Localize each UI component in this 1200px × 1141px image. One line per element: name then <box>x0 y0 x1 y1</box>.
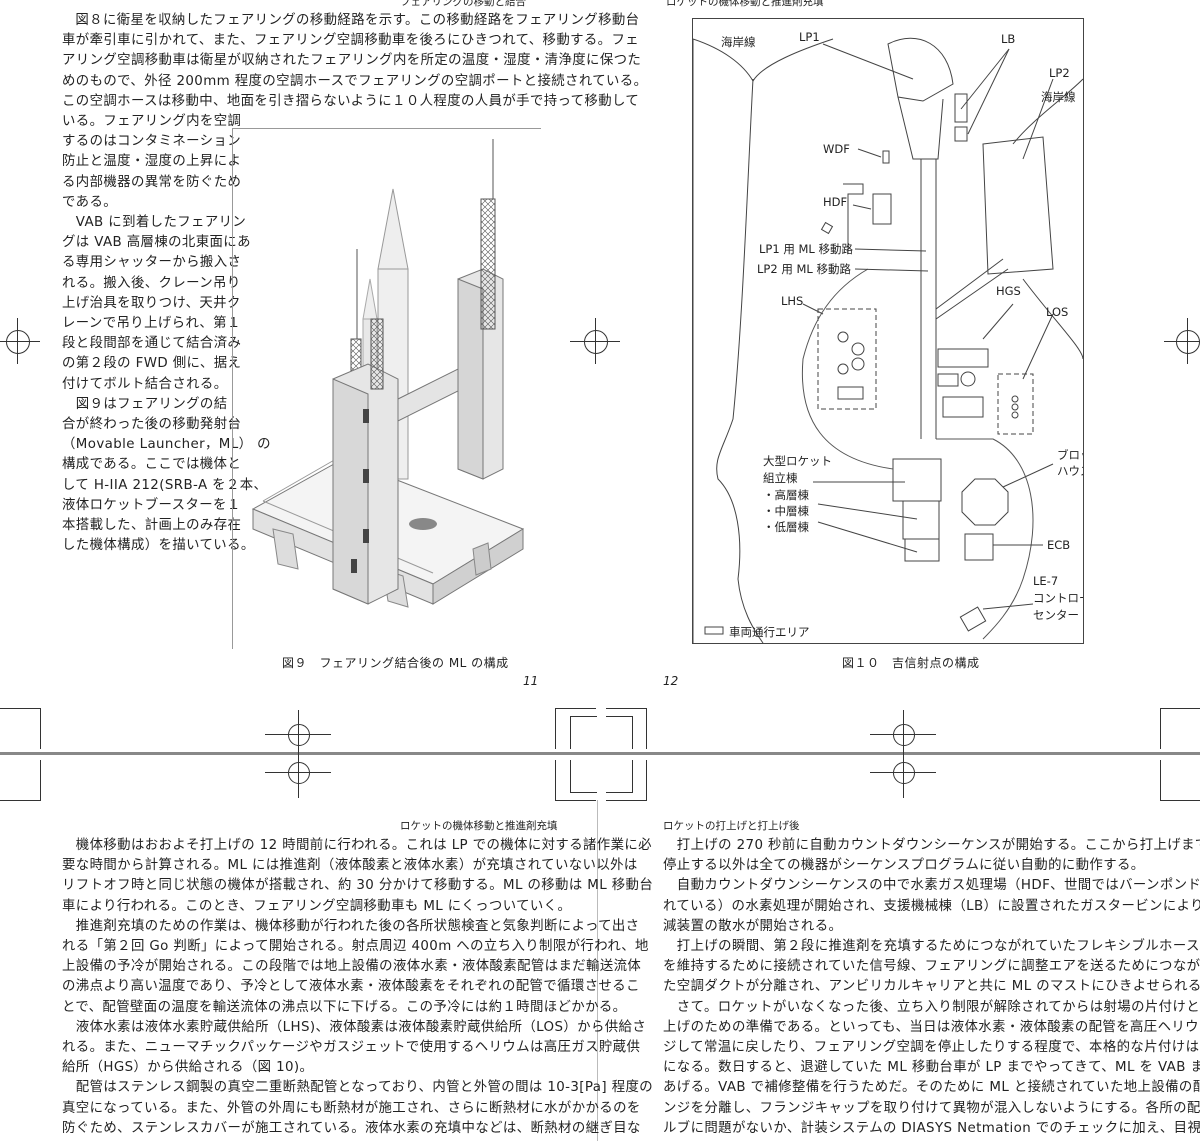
text-line: あげる。VAB で補修整備を行うためだ。そのために ML と接続されていた地上設… <box>663 1080 1200 1096</box>
text-line: （Movable Launcher，ML） の <box>62 437 271 453</box>
text-line: 車が牽引車に引かれて、また、フェアリング空調移動車を後ろにひきつれて、移動する。… <box>62 33 640 49</box>
map-legend-label: 車両通行エリア <box>729 625 810 639</box>
map-label-le7-1: LE-7 <box>1033 574 1058 588</box>
running-header-left: フェアリングの移動と結合 <box>400 0 526 8</box>
text-line: 配管はステンレス鋼製の真空二重断熱配管となっており、内管と外管の間は 10-3[… <box>62 1080 654 1096</box>
running-header-bottom-right: ロケットの打上げと打上げ後 <box>663 820 800 832</box>
text-line: リフトオフ時と同じ状態の機体が搭載され、約 30 分かけて移動する。ML の移動… <box>62 878 654 894</box>
text-line: れている）の水素処理が開始され、支援機械棟（LB）に設置されたガスタービンにより… <box>663 898 1200 914</box>
map-label-lp2-route: LP2 用 ML 移動路 <box>757 262 851 276</box>
figure-10-frame: 海岸線 LP1 LB LP2 海岸線 WDF HDF LP1 用 ML 移動路 … <box>692 18 1103 644</box>
text-line: VAB に到着したフェアリン <box>62 215 247 231</box>
text-line: の沸点より高い温度であり、予冷として液体水素・液体酸素をそれぞれの配管で循環させ… <box>62 979 640 995</box>
text-line: 機体移動はおおよそ打上げの 12 時間前に行われる。これは LP での機体に対す… <box>62 838 652 853</box>
map-label-vab-3: ・高層棟 <box>763 488 809 502</box>
map-label-lhs: LHS <box>781 294 803 308</box>
body-text-full-width: 図８に衛星を収納したフェアリングの移動経路を示す。この移動経路をフェアリング移動… <box>62 11 648 112</box>
ml-launcher-illustration <box>251 139 525 608</box>
body-text-bottom-right: 打上げの 270 秒前に自動カウントダウンシーケンスが開始する。ここから打上げま… <box>663 836 1200 1139</box>
text-line: 液体水素は液体水素貯蔵供給所（LHS)、液体酸素は液体酸素貯蔵供給所（LOS）か… <box>62 1019 647 1035</box>
text-line: た空調ダクトが分離され、アンビリカルキャリアと共に ML のマストにひきよせられ… <box>663 979 1200 995</box>
page-number-left: 11 <box>523 674 539 688</box>
running-header-right: ロケットの機体移動と推進剤充填 <box>666 0 824 8</box>
text-line: れる。また、ニューマチックパッケージやガスジェットで使用するヘリウムは高圧ガス貯… <box>62 1040 641 1056</box>
map-label-lb: LB <box>1001 32 1015 46</box>
map-label-hgs: HGS <box>996 284 1021 298</box>
text-line: 上設備の予冷が開始される。この段階では地上設備の液体水素・液体酸素配管はまだ輸送… <box>62 959 642 975</box>
text-line: 図８に衛星を収納したフェアリングの移動経路を示す。この移動経路をフェアリング移動… <box>75 13 640 28</box>
text-line: 付けてボルト結合される。 <box>62 376 228 392</box>
text-line: この空調ホースは移動中、地面を引き摺らないように１０人程度の人員が手で持って移動… <box>62 93 640 109</box>
text-line: 合が終わった後の移動発射台 <box>62 417 242 433</box>
map-label-coast-2: 海岸線 <box>1041 90 1076 104</box>
text-line: である。 <box>62 194 118 210</box>
text-line: するのはコンタミネーション <box>62 134 242 150</box>
text-line: 推進剤充填のための作業は、機体移動が行われた後の各所状態検査と気象判断によって出… <box>62 918 640 934</box>
text-line: 打上げの瞬間、第２段に推進剤を充填するためにつながれていたフレキシブルホースと通… <box>663 939 1200 955</box>
map-label-vab-4: ・中層棟 <box>763 504 809 518</box>
text-line: れる「第２回 Go 判断」によって開始される。射点周辺 400m への立ち入り制… <box>62 939 649 955</box>
map-label-coast: 海岸線 <box>721 35 756 49</box>
text-line: した機体構成）を描いている。 <box>62 538 255 554</box>
text-line: 要な時間から計算される。ML には推進剤（液体酸素と液体水素）が充填されていない… <box>62 858 638 874</box>
text-line: ンジを分離し、フランジキャップを取り付けて異物が混入しないようにする。各所の配管… <box>663 1100 1200 1116</box>
yoshinobu-launch-site-map: 海岸線 LP1 LB LP2 海岸線 WDF HDF LP1 用 ML 移動路 … <box>692 30 1103 644</box>
map-label-vab-2: 組立棟 <box>763 471 798 485</box>
body-text-narrow-column: いる。フェアリング内を空調 するのはコンタミネーション 防止と温度・湿度の上昇に… <box>62 112 271 556</box>
text-line: さて。ロケットがいなくなった後、立ち入り制限が解除されてからは射場の片付けと次の… <box>663 999 1200 1015</box>
running-header-bottom-left: ロケットの機体移動と推進剤充填 <box>400 820 558 832</box>
text-line: 液体ロケットブースターを１ <box>62 497 241 513</box>
text-line: 上げのための準備である。といっても、当日は液体水素・液体酸素の配管を高圧ヘリウム… <box>663 1019 1200 1035</box>
text-line: ジして常温に戻したり、フェアリング空調を停止したりする程度で、本格的な片付けは数… <box>663 1040 1200 1056</box>
text-line: 構成である。ここでは機体と <box>62 457 242 473</box>
text-line: めのもので、外径 200mm 程度の空調ホースでフェアリングの空調ポートと接続さ… <box>62 73 648 89</box>
text-line: れる。搬入後、クレーン吊り <box>62 275 241 291</box>
map-label-vab-1: 大型ロケット <box>763 454 832 468</box>
map-label-blockhouse-2: ハウス <box>1057 464 1083 478</box>
map-label-los: LOS <box>1046 305 1068 319</box>
text-line: 打上げの 270 秒前に自動カウントダウンシーケンスが開始する。ここから打上げま… <box>663 838 1200 853</box>
text-line: して H-IIA 212(SRB-A を２本、 <box>62 477 268 493</box>
text-line: 真空になっている。また、外管の外周にも断熱材が施工され、さらに断熱材に水がかかる… <box>62 1100 641 1116</box>
map-label-lp1-route: LP1 用 ML 移動路 <box>759 242 853 256</box>
figure-9-frame <box>232 128 541 649</box>
text-line: 段と段間部を通じて結合済み <box>62 336 242 352</box>
text-line: 自動カウントダウンシーケンスの中で水素ガス処理場（HDF、世間ではバーンポンドと… <box>663 878 1200 894</box>
map-label-vab-5: ・低層棟 <box>763 520 809 534</box>
text-line: とで、配管壁面の温度を輸送流体の沸点以下に下げる。この予冷には約１時間ほどかかる… <box>62 999 627 1015</box>
map-label-lp2: LP2 <box>1049 66 1070 80</box>
text-line: 図９はフェアリングの結 <box>62 396 228 412</box>
text-line: グは VAB 高層棟の北東面にあ <box>62 235 251 251</box>
text-line: を維持するために接続されていた信号線、フェアリングに調整エアを送るためにつながれ… <box>663 959 1200 975</box>
map-label-wdf: WDF <box>823 142 850 156</box>
map-label-le7-2: コントロール <box>1033 591 1083 605</box>
map-label-hdf: HDF <box>823 195 847 209</box>
map-label-le7-3: センター <box>1033 608 1079 622</box>
text-line: レーンで吊り上げられ、第１ <box>62 316 241 332</box>
figure-10-caption: 図１０ 吉信射点の構成 <box>842 656 980 670</box>
map-label-ecb: ECB <box>1047 538 1070 552</box>
text-line: の第２段の FWD 側に、据え <box>62 356 242 372</box>
text-line: 防ぐため、ステンレスカバーが施工されている。液体水素の充填中などは、断熱材の継ぎ… <box>62 1120 641 1136</box>
text-line: アリング空調移動車は衛星が収納されたフェアリング内を所定の温度・湿度・清浄度に保… <box>62 53 642 69</box>
map-label-lp1: LP1 <box>799 30 820 44</box>
page-number-right: 12 <box>663 674 679 688</box>
text-line: 給所（HGS）から供給される（図 10)。 <box>62 1060 314 1076</box>
text-line: いる。フェアリング内を空調 <box>62 114 242 129</box>
text-line: ルブに問題がないか、計装システムの DIASYS Netmation でのチェッ… <box>663 1120 1200 1136</box>
text-line: 車により行われる。このとき、フェアリング空調移動車も ML にくっついていく。 <box>62 898 572 914</box>
text-line: 防止と温度・湿度の上昇によ <box>62 154 242 170</box>
text-line: る専用シャッターから搬入さ <box>62 255 242 271</box>
body-text-bottom-left: 機体移動はおおよそ打上げの 12 時間前に行われる。これは LP での機体に対す… <box>62 836 654 1139</box>
map-label-blockhouse-1: ブロック <box>1057 448 1083 462</box>
figure-9-caption: 図９ フェアリング結合後の ML の構成 <box>282 656 509 670</box>
text-line: 減装置の散水が開始される。 <box>663 918 843 934</box>
text-line: る内部機器の異常を防ぐため <box>62 174 242 190</box>
text-line: 本搭載した、計画上のみ存在 <box>62 518 242 534</box>
text-line: 上げ治具を取りつけ、天井ク <box>62 295 241 311</box>
text-line: になる。数日すると、退避していた ML 移動台車が LP までやってきて、ML … <box>663 1060 1200 1076</box>
text-line: 停止する以外は全ての機器がシーケンスプログラムに従い自動的に動作する。 <box>663 858 1145 874</box>
